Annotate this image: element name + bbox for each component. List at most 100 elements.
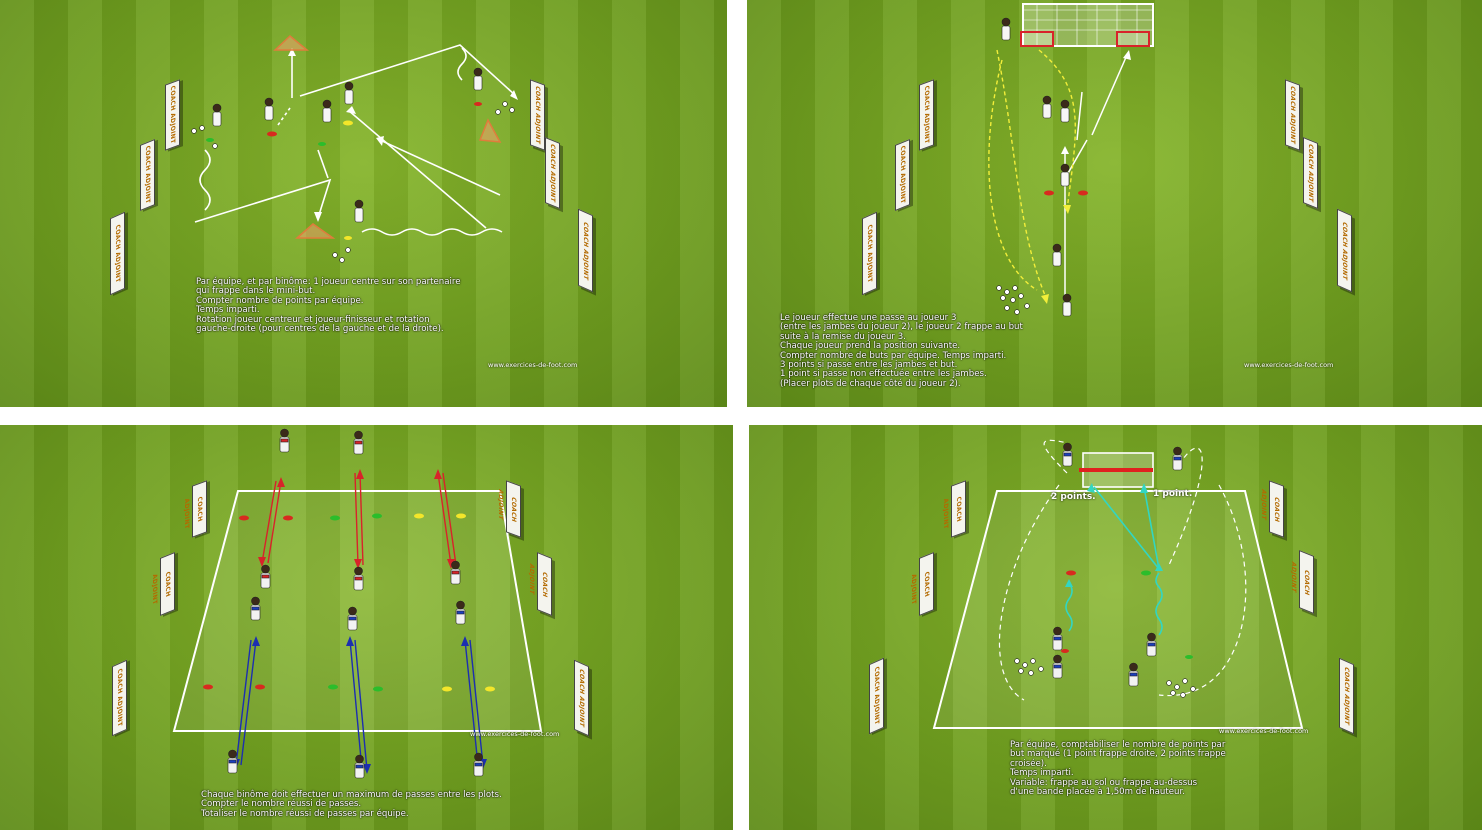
banner-label: COACH ADJOINT — [578, 667, 585, 729]
ad-banner: COACH ADJOINT — [183, 480, 207, 538]
ad-banner: COACH ADJOINT — [110, 211, 125, 296]
banner-label: COACH ADJOINT — [1341, 220, 1348, 281]
banner-label: COACH ADJOINT — [866, 223, 873, 284]
cones — [1044, 190, 1088, 196]
description-line: Variable: frappe au sol ou frappe au-des… — [1010, 777, 1198, 788]
description-line: Chaque joueur prend la position suivante… — [780, 341, 961, 352]
description-line: Par équipe, et par binôme: 1 joueur cent… — [196, 277, 461, 287]
description-line: Rotation joueur centreur et joueur-finis… — [196, 314, 430, 325]
drill-panel-2: COACH ADJOINT COACH ADJOINT COACH ADJOIN… — [747, 0, 1482, 407]
cones — [1061, 570, 1193, 659]
description-line: gauche-droite (pour centres de la gauche… — [196, 324, 444, 335]
banner-label: COACH ADJOINT — [144, 144, 151, 206]
ad-banner: COACH ADJOINT — [862, 211, 877, 296]
players — [212, 67, 483, 223]
banner-label: COACH ADJOINT — [873, 665, 880, 727]
ad-banner: COACH ADJOINT — [574, 659, 589, 737]
players-blue — [1052, 442, 1183, 687]
ad-banner: COACH ADJOINT — [497, 480, 521, 538]
drill-description: Par équipe, et par binôme: 1 joueur cent… — [196, 277, 461, 335]
drill-panel-3: COACH ADJOINT COACH ADJOINT COACH ADJOIN… — [0, 425, 733, 830]
mini-goal-left — [1020, 31, 1054, 47]
banner-label: COACH ADJOINT — [497, 487, 517, 523]
banner-label: COACH ADJOINT — [910, 570, 930, 606]
description-line: but marqué (1 point frappe droite, 2 poi… — [1010, 749, 1226, 760]
ad-banner: COACH ADJOINT — [1339, 657, 1354, 735]
ad-banner: COACH ADJOINT — [530, 79, 545, 151]
ad-banner: COACH ADJOINT — [140, 138, 155, 212]
mini-goal — [295, 223, 336, 239]
drill-panel-1: COACH ADJOINT COACH ADJOINT COACH ADJOIN… — [0, 0, 727, 407]
drill-description: Par équipe, comptabiliser le nombre de p… — [1010, 740, 1226, 798]
banner-label: COACH ADJOINT — [1307, 142, 1314, 204]
goal — [1022, 3, 1154, 47]
ad-banner: COACH ADJOINT — [1290, 549, 1314, 615]
mini-goal — [478, 118, 502, 143]
balls — [1014, 658, 1196, 698]
drill-diagram-1 — [191, 35, 518, 263]
drill-diagram-2 — [988, 3, 1154, 317]
description-line: Chaque binôme doit effectuer un maximum … — [201, 790, 502, 800]
score-label-right: 1 point. — [1153, 489, 1193, 499]
ad-banner: COACH ADJOINT — [869, 657, 884, 735]
ad-banner: COACH ADJOINT — [1303, 136, 1318, 210]
ad-banner: COACH ADJOINT — [528, 551, 552, 617]
balls — [191, 101, 515, 263]
pitch-outline — [172, 490, 543, 732]
description-line: Par équipe, comptabiliser le nombre de p… — [1010, 740, 1226, 750]
description-line: (Placer plots de chaque côté du joueur 2… — [780, 378, 961, 389]
description-line: Compter nombre de points par équipe. — [196, 295, 364, 306]
description-line: Compter nombre de buts par équipe. Temps… — [780, 350, 1007, 361]
banner-label: COACH ADJOINT — [549, 142, 556, 204]
banner-label: COACH ADJOINT — [183, 495, 203, 531]
players-blue — [227, 596, 484, 779]
banner-label: COACH ADJOINT — [1260, 487, 1280, 523]
description-line: Le joueur effectue une passe au joueur 3 — [780, 313, 957, 323]
drill-diagram-3 — [172, 428, 543, 779]
score-label-left: 2 points. — [1051, 492, 1096, 502]
pitch-outline — [932, 490, 1304, 729]
site-credit: www.exercices-de-foot.com — [470, 730, 560, 738]
description-line: Temps imparti. — [196, 305, 260, 316]
banner-label: COACH ADJOINT — [151, 570, 171, 606]
players-red — [260, 428, 461, 591]
description-line: Temps imparti. — [1010, 768, 1074, 779]
banner-label: COACH ADJOINT — [114, 223, 121, 284]
banner-label: COACH ADJOINT — [1343, 665, 1350, 727]
description-line: qui frappe dans le mini-but. — [196, 286, 316, 297]
drill-description: Chaque binôme doit effectuer un maximum … — [201, 790, 502, 819]
description-line: suite à la remise du joueur 3. — [780, 331, 906, 342]
ad-banner: COACH ADJOINT — [112, 659, 127, 737]
balls — [996, 285, 1030, 315]
banner-label: COACH ADJOINT — [582, 220, 589, 281]
banner-label: COACH ADJOINT — [116, 667, 123, 729]
banner-label: COACH ADJOINT — [942, 495, 962, 531]
banner-label: COACH ADJOINT — [534, 84, 541, 146]
banner-label: COACH ADJOINT — [1289, 84, 1296, 146]
description-line: 1 point si passe non effectuée entre les… — [780, 369, 987, 380]
banner-label: COACH ADJOINT — [1290, 560, 1310, 596]
site-credit: www.exercices-de-foot.com — [1219, 727, 1309, 735]
ad-banner: COACH ADJOINT — [910, 551, 934, 617]
ad-banner: COACH ADJOINT — [1260, 480, 1284, 538]
ad-banner: COACH ADJOINT — [165, 79, 180, 151]
banner-label: COACH ADJOINT — [899, 144, 906, 206]
mini-goal — [273, 35, 310, 51]
description-line: croisée). — [1010, 758, 1047, 769]
site-credit: www.exercices-de-foot.com — [1244, 361, 1334, 369]
description-line: Totaliser le nombre réussi de passes par… — [201, 808, 409, 819]
ad-banner: COACH ADJOINT — [1285, 79, 1300, 151]
ad-banner: COACH ADJOINT — [545, 136, 560, 210]
drill-panel-4: 2 points. 1 point. COACH ADJOINT COACH A… — [749, 425, 1482, 830]
ad-banner: COACH ADJOINT — [1337, 208, 1352, 293]
ad-banner: COACH ADJOINT — [895, 138, 910, 212]
drill-diagram-4 — [932, 439, 1304, 729]
mini-goal-right — [1116, 31, 1150, 47]
description-line: 3 points si passe entre les jambes et bu… — [780, 360, 958, 371]
description-line: (entre les jambes du joueur 2), le joueu… — [780, 322, 1023, 333]
ad-banner: COACH ADJOINT — [919, 79, 934, 151]
ad-banner: COACH ADJOINT — [578, 208, 593, 293]
ad-banner: COACH ADJOINT — [942, 480, 966, 538]
description-line: d'une bande placée à 1,50m de hauteur. — [1010, 787, 1185, 798]
site-credit: www.exercices-de-foot.com — [488, 361, 578, 369]
